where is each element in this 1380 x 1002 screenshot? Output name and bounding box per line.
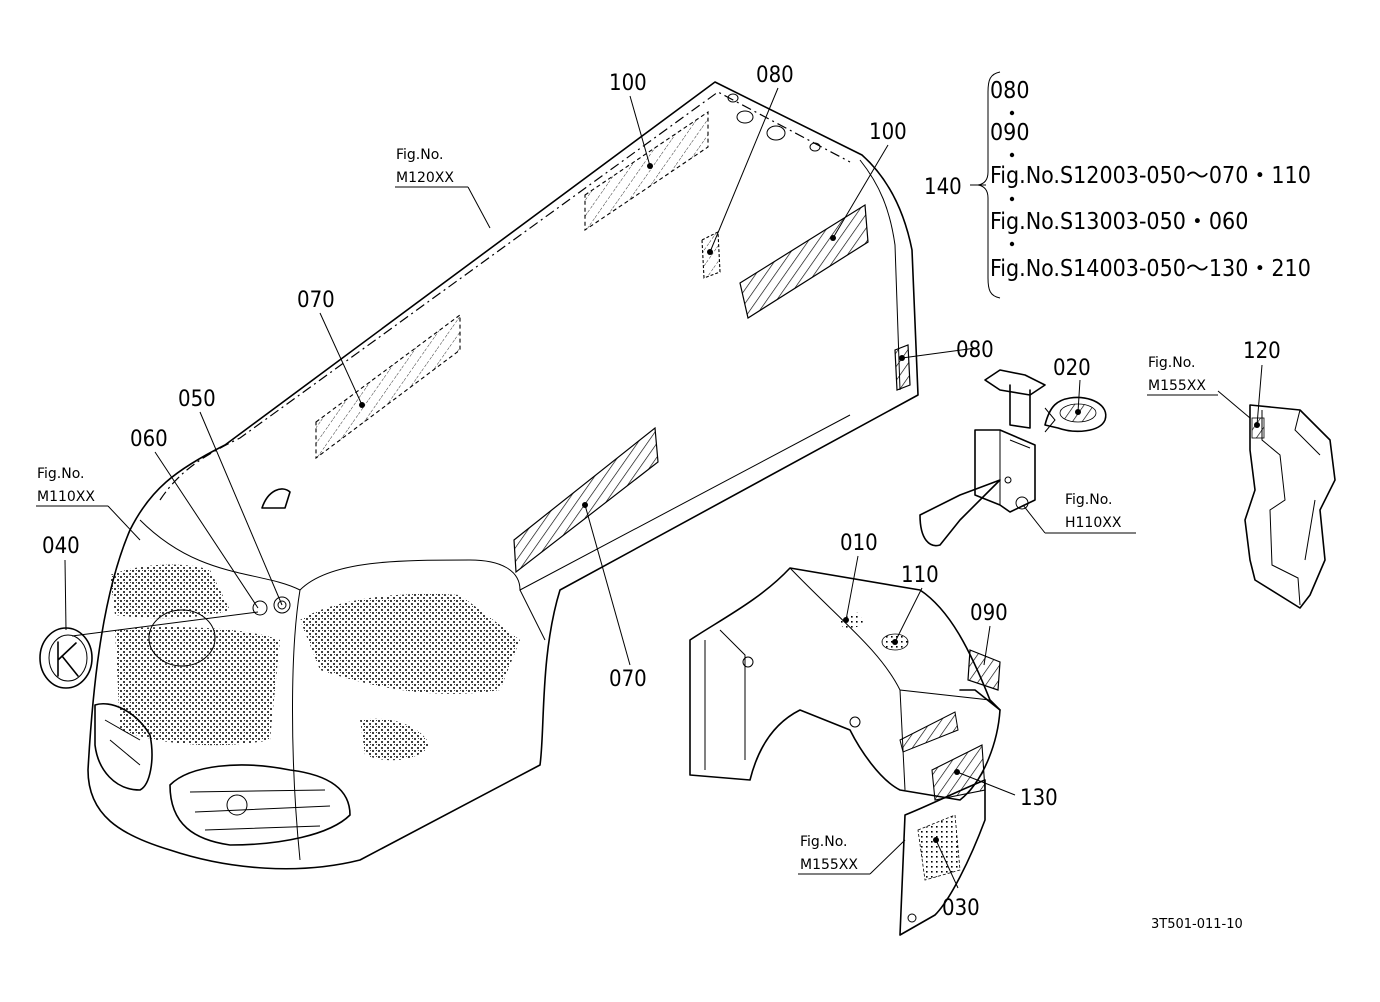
callout-060: 060: [130, 427, 168, 452]
legend-item: 080: [990, 78, 1030, 104]
callout-010: 010: [840, 531, 878, 556]
callout-040: 040: [42, 534, 80, 559]
callout-100: 100: [869, 120, 907, 145]
callout-110: 110: [901, 563, 939, 588]
right-side-cover: [1244, 404, 1336, 609]
callout-070: 070: [297, 288, 335, 313]
callout-140: 140: [924, 175, 962, 200]
callout-020: 020: [1053, 356, 1091, 381]
callout-090: 090: [970, 601, 1008, 626]
callout-080: 080: [956, 338, 994, 363]
figref-m110-line1: Fig.No.: [37, 466, 85, 482]
kit-legend-140: 080 090 Fig.No.S12003-050～070・110 Fig.No…: [990, 78, 1311, 282]
legend-item: Fig.No.S13003-050・060: [990, 209, 1248, 235]
callout-numbers: 100 080 100 070 070 080 050 060 040 020 …: [42, 63, 1281, 921]
callout-070: 070: [609, 667, 647, 692]
legend-item: Fig.No.S12003-050～070・110: [990, 163, 1311, 189]
figref-m120-line2: M120XX: [396, 170, 454, 186]
side-panel-assembly: [689, 567, 1001, 936]
callout-130: 130: [1020, 786, 1058, 811]
figref-m155-line2: M155XX: [800, 857, 858, 873]
figure-references: Fig.No. M120XX Fig.No. M110XX Fig.No. H1…: [36, 147, 1218, 875]
figref-m155-line1: Fig.No.: [800, 834, 848, 850]
figref-m120-line1: Fig.No.: [396, 147, 444, 163]
label-090: [967, 649, 1001, 691]
figref-m155-line1: Fig.No.: [1148, 355, 1196, 371]
emblem-040: [39, 627, 93, 689]
leader-lines: [64, 71, 1263, 889]
figref-h110-line1: Fig.No.: [1065, 492, 1113, 508]
callout-050: 050: [178, 387, 216, 412]
legend-item: Fig.No.S14003-050～130・210: [990, 256, 1311, 282]
callout-080: 080: [756, 63, 794, 88]
figref-h110-line2: H110XX: [1065, 515, 1122, 531]
bonnet-hood: [87, 81, 919, 870]
legend-item: 090: [990, 120, 1030, 146]
callout-120: 120: [1243, 339, 1281, 364]
figref-m155-line2: M155XX: [1148, 378, 1206, 394]
callout-030: 030: [942, 896, 980, 921]
callout-100: 100: [609, 71, 647, 96]
drawing-number: 3T501-011-10: [1151, 917, 1243, 932]
figref-m110-line2: M110XX: [37, 489, 95, 505]
